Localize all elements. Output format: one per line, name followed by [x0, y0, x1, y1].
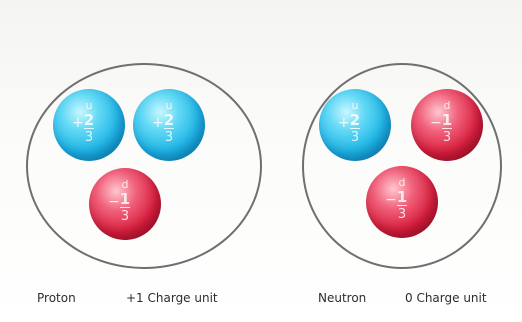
neutron-down-quark-1: d − 1 3 — [411, 89, 483, 161]
fraction-bar — [164, 128, 174, 129]
quark-charge-numerator: 2 — [133, 112, 205, 128]
proton-up-quark-2: u + 2 3 — [133, 89, 205, 161]
neutron-charge-caption: 0 Charge unit — [405, 291, 487, 305]
quark-charge-denominator: 3 — [89, 210, 161, 224]
quark-charge-numerator: 1 — [89, 191, 161, 207]
fraction-bar — [397, 205, 407, 206]
quark-charge-numerator: 2 — [53, 112, 125, 128]
proton-charge-caption: +1 Charge unit — [126, 291, 218, 305]
neutron-down-quark-2: d − 1 3 — [366, 166, 438, 238]
quark-charge-numerator: 2 — [319, 112, 391, 128]
quark-charge-denominator: 3 — [411, 131, 483, 145]
fraction-bar — [350, 128, 360, 129]
quark-charge-numerator: 1 — [366, 189, 438, 205]
proton-down-quark: d − 1 3 — [89, 168, 161, 240]
neutron-up-quark: u + 2 3 — [319, 89, 391, 161]
quark-charge-denominator: 3 — [53, 131, 125, 145]
proton-name-caption: Proton — [37, 291, 76, 305]
quark-charge-denominator: 3 — [366, 208, 438, 222]
quark-charge-numerator: 1 — [411, 112, 483, 128]
fraction-bar — [120, 207, 130, 208]
proton-up-quark-1: u + 2 3 — [53, 89, 125, 161]
fraction-bar — [84, 128, 94, 129]
fraction-bar — [442, 128, 452, 129]
quark-charge-denominator: 3 — [133, 131, 205, 145]
quark-charge-denominator: 3 — [319, 131, 391, 145]
neutron-name-caption: Neutron — [318, 291, 366, 305]
